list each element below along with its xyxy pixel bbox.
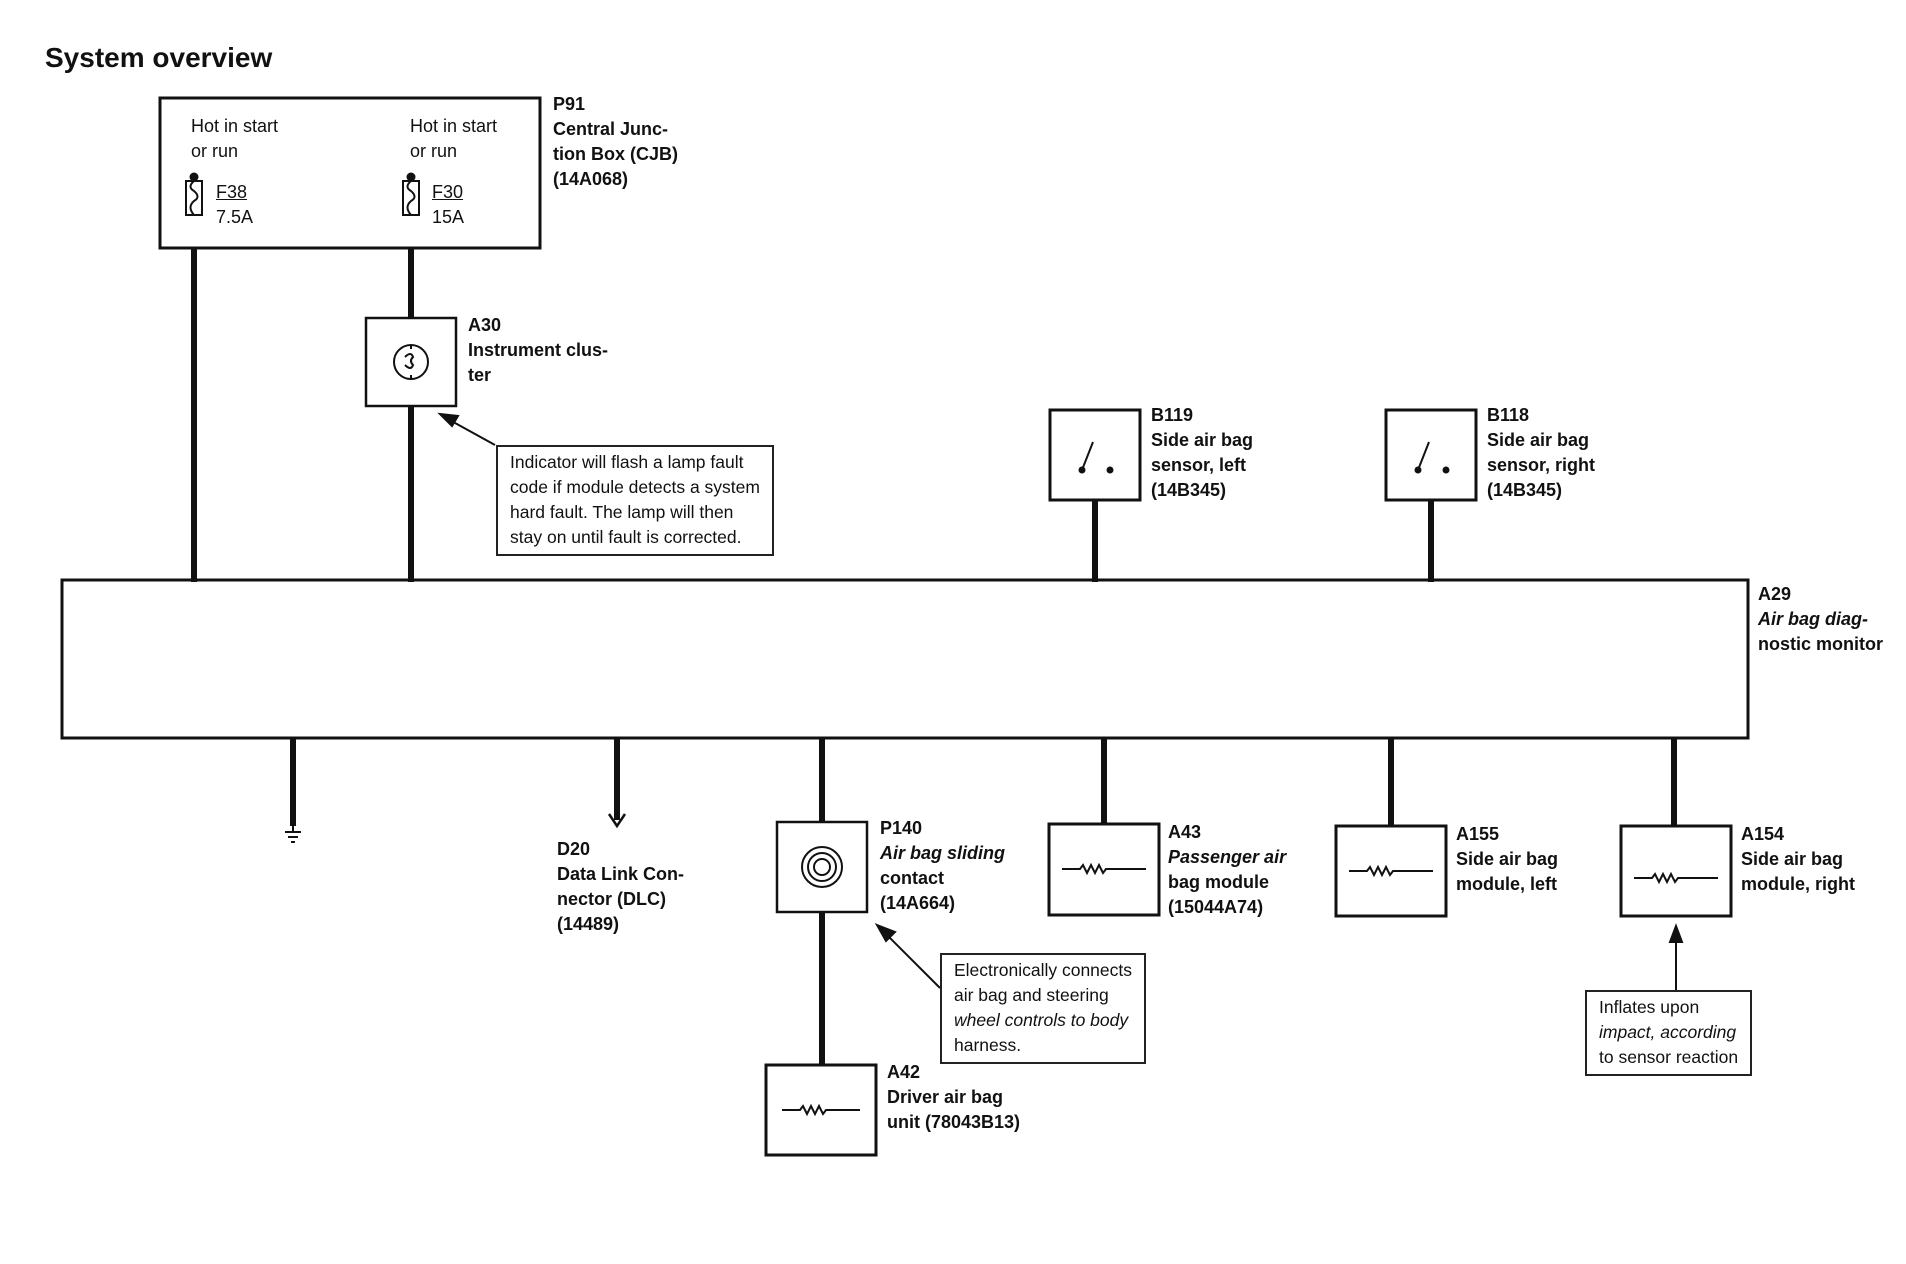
dlc-connector-icon [607, 813, 627, 829]
note-indicator: Indicator will flash a lamp fault code i… [496, 445, 774, 556]
passenger-bag-box [1047, 822, 1161, 917]
side-bag-left-box [1334, 824, 1448, 918]
instrument-cluster-label: A30 Instrument clus- ter [468, 315, 609, 385]
page-title: System overview [45, 42, 273, 73]
dlc-label: D20 Data Link Con- nector (DLC) (14489) [557, 839, 685, 934]
fuse-f30-label: F30 15A [432, 182, 465, 227]
sliding-contact-box [775, 820, 869, 914]
note-inflates: Inflates upon impact, according to senso… [1585, 990, 1753, 1076]
hot-label-f30: Hot in start or run [410, 116, 498, 161]
monitor-box [60, 578, 1750, 740]
resistor-icon-side-left [1349, 864, 1433, 878]
sensor-right-label: B118 Side air bag sensor, right (14B345) [1487, 405, 1596, 500]
hot-label-f38: Hot in start or run [191, 116, 279, 161]
arrow-sliding-note [874, 923, 941, 989]
cjb-box [158, 96, 542, 250]
ground-icon [285, 826, 301, 843]
switch-icon-right [1414, 441, 1450, 474]
sensor-left-label: B119 Side air bag sensor, left (14B345) [1151, 405, 1254, 500]
driver-bag-box [764, 1063, 878, 1157]
resistor-icon-driver [782, 1103, 860, 1117]
switch-icon-left [1078, 441, 1114, 474]
instrument-cluster-box [364, 316, 458, 408]
arrow-inflates-note [1668, 923, 1684, 990]
cjb-label: P91 Central Junc- tion Box (CJB) (14A068… [553, 94, 678, 189]
sliding-contact-label: P140 Air bag sliding contact (14A664) [880, 818, 1006, 913]
sensor-left-box [1048, 408, 1142, 502]
clockspring-icon [801, 846, 843, 888]
fuse-f30-icon [402, 172, 420, 216]
side-bag-right-label: A154 Side air bag module, right [1741, 824, 1855, 894]
fuse-f38-icon [185, 172, 203, 216]
sensor-right-box [1384, 408, 1478, 502]
resistor-icon-side-right [1634, 871, 1718, 885]
driver-bag-label: A42 Driver air bag unit (78043B13) [887, 1062, 1021, 1132]
fuse-f38-label: F38 7.5A [216, 182, 254, 227]
lamp-indicator-icon [393, 344, 429, 380]
arrow-indicator-note [437, 412, 496, 446]
side-bag-left-label: A155 Side air bag module, left [1456, 824, 1559, 894]
passenger-bag-label: A43 Passenger air bag module (15044A74) [1168, 822, 1287, 917]
resistor-icon-passenger [1062, 862, 1146, 876]
monitor-label: A29 Air bag diag- nostic monitor [1758, 584, 1883, 654]
note-sliding-contact: Electronically connects air bag and stee… [940, 953, 1146, 1064]
side-bag-right-box [1619, 824, 1733, 918]
